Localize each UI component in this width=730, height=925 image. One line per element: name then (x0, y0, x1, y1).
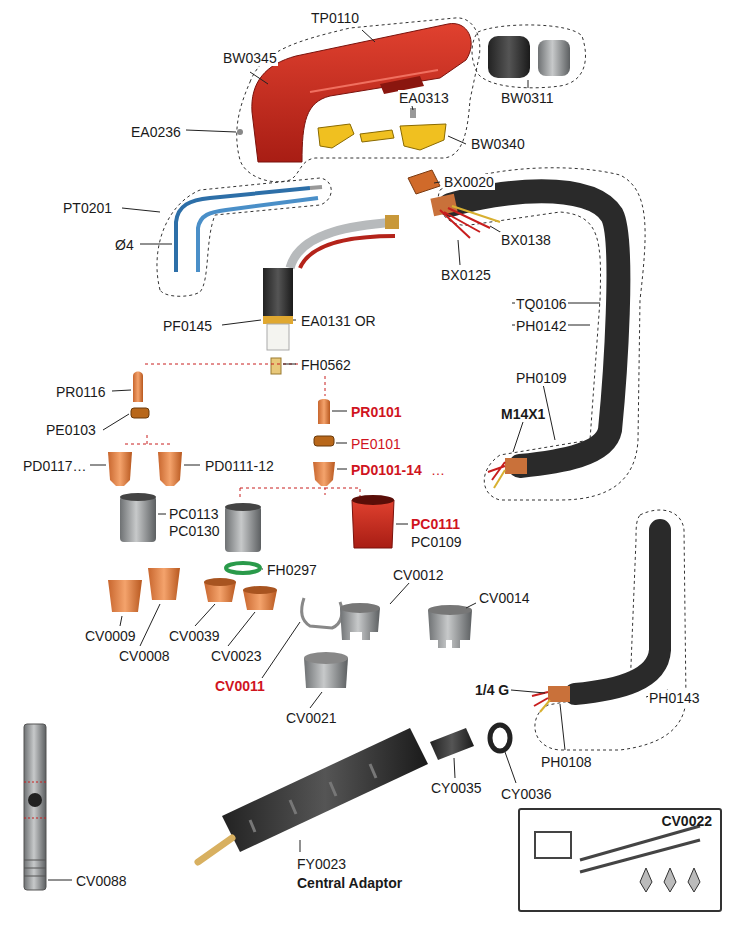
part-label: CV0014 (478, 590, 531, 606)
part-label: BW0345 (222, 50, 278, 66)
part-label: CV0088 (75, 873, 128, 889)
part-label: PH0109 (515, 370, 568, 386)
part-label: TQ0106 (515, 296, 568, 312)
part-label: PE0103 (45, 422, 97, 438)
part-label: BW0311 (500, 90, 555, 106)
kit-box: CV0022 (518, 808, 722, 912)
part-label: PR0101 (350, 404, 403, 420)
part-label: CV0021 (285, 710, 338, 726)
part-label: PH0108 (540, 754, 593, 770)
part-label: EA0131 OR (300, 313, 377, 329)
part-label: CV0023 (210, 648, 263, 664)
part-label: PH0142 (515, 318, 568, 334)
part-label: CV0011 (214, 678, 266, 694)
part-label: BX0125 (440, 267, 492, 283)
part-label: PC0109 (410, 534, 463, 550)
part-label: PC0111 (410, 516, 461, 532)
part-label: PF0145 (162, 318, 213, 334)
part-label: FH0297 (266, 562, 318, 578)
part-label: CV0012 (392, 567, 445, 583)
part-label: BW0340 (470, 136, 526, 152)
part-label: CV0039 (168, 628, 221, 644)
part-label: PH0143 (648, 690, 701, 706)
kit-label: CV0022 (661, 813, 712, 829)
part-label: BX0020 (443, 174, 495, 190)
part-label: TP0110 (310, 10, 360, 26)
part-label: PD0117… (22, 458, 88, 474)
part-label: 1/4 G (474, 682, 510, 698)
part-label: EA0313 (398, 90, 450, 106)
part-label: PR0116 (55, 384, 107, 400)
part-label: Central Adaptor (296, 875, 403, 891)
part-label: Ø4 (114, 237, 135, 253)
part-label: PD0111-12 (204, 458, 275, 474)
part-label: PC0113 (168, 506, 220, 522)
part-label: M14X1 (500, 406, 546, 422)
part-label: PE0101 (350, 436, 402, 452)
part-label: CV0008 (118, 648, 171, 664)
part-label: CY0036 (500, 786, 553, 802)
part-label: PC0130 (168, 523, 221, 539)
part-label: EA0236 (130, 124, 182, 140)
part-label: FY0023 (296, 856, 347, 872)
part-label: CY0035 (430, 780, 483, 796)
part-label: … (430, 462, 446, 478)
part-label: BX0138 (500, 232, 552, 248)
part-label: PD0101-14 (350, 462, 423, 478)
part-label: CV0009 (84, 628, 137, 644)
part-label: PT0201 (62, 200, 113, 216)
part-label: FH0562 (300, 357, 352, 373)
